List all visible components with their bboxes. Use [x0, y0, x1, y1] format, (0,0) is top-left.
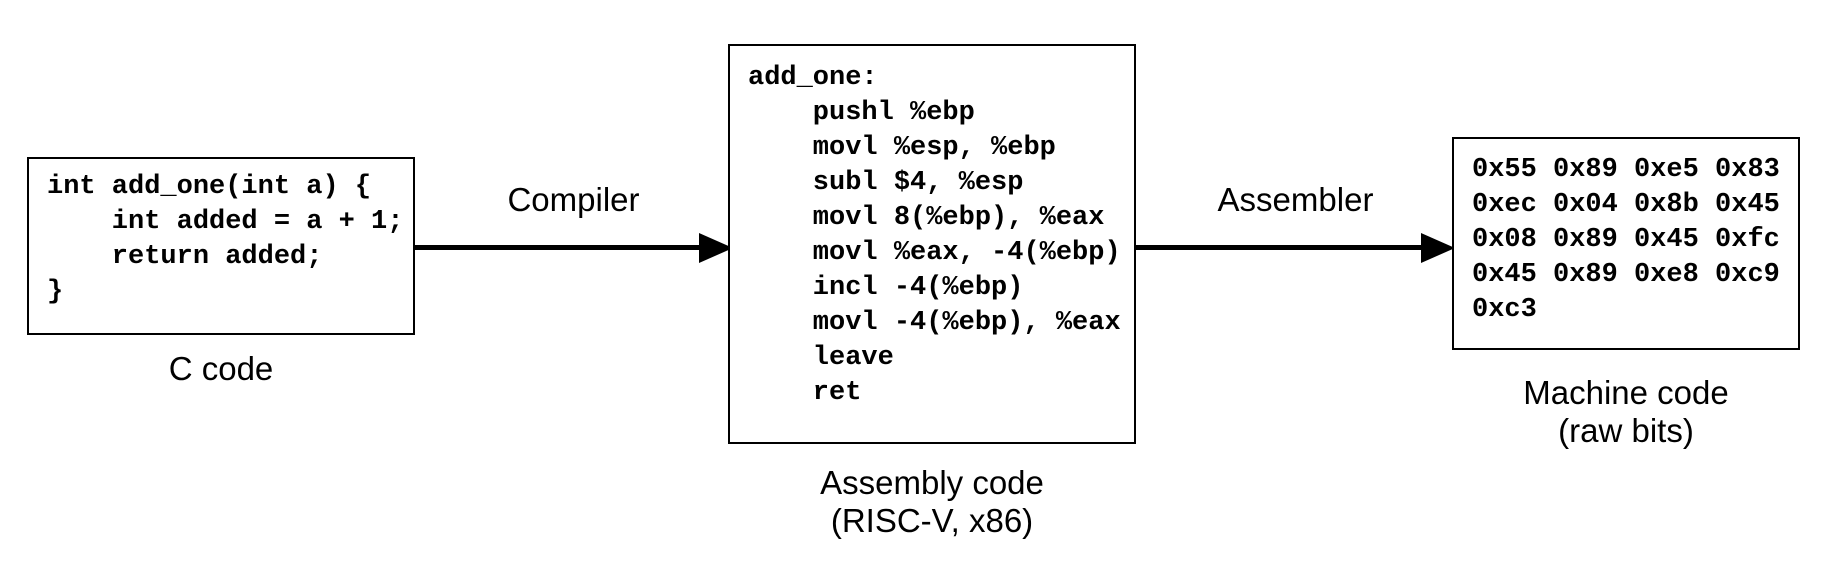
machine-code-label: Machine code (raw bits)	[1452, 374, 1800, 450]
code-line: pushl %ebp	[748, 98, 975, 128]
code-line: 0xc3	[1472, 295, 1537, 325]
code-line: leave	[748, 343, 894, 373]
assembler-arrow-head-icon	[1421, 233, 1455, 263]
compiler-arrow-label: Compiler	[507, 181, 640, 218]
c-code-label: C code	[168, 350, 274, 387]
assembly-code-box: add_one: pushl %ebp movl %esp, %ebp subl…	[728, 44, 1136, 444]
machine-code-label-line2: (raw bits)	[1558, 412, 1694, 449]
code-line: subl $4, %esp	[748, 168, 1024, 198]
assembly-code-label-line1: Assembly code	[820, 464, 1044, 501]
code-line: ret	[748, 378, 862, 408]
compiler-arrow-line	[415, 245, 701, 250]
code-line: movl %eax, -4(%ebp)	[748, 238, 1121, 268]
code-line: movl -4(%ebp), %eax	[748, 308, 1121, 338]
code-line: movl %esp, %ebp	[748, 133, 1056, 163]
code-line: int added = a + 1;	[47, 207, 404, 237]
code-line: 0xec 0x04 0x8b 0x45	[1472, 190, 1780, 220]
assembler-arrow-line	[1136, 245, 1423, 250]
code-line: incl -4(%ebp)	[748, 273, 1024, 303]
assembly-code-label: Assembly code (RISC-V, x86)	[728, 464, 1136, 540]
code-line: 0x55 0x89 0xe5 0x83	[1472, 155, 1780, 185]
code-line: }	[47, 277, 64, 307]
compiler-arrow-head-icon	[699, 233, 733, 263]
code-line: movl 8(%ebp), %eax	[748, 203, 1105, 233]
assembly-code-label-line2: (RISC-V, x86)	[830, 502, 1034, 539]
code-line: return added;	[47, 242, 323, 272]
code-line: add_one:	[748, 63, 878, 93]
code-line: int add_one(int a) {	[47, 172, 372, 202]
code-line: 0x45 0x89 0xe8 0xc9	[1472, 260, 1780, 290]
code-line: 0x08 0x89 0x45 0xfc	[1472, 225, 1780, 255]
assembler-arrow-label: Assembler	[1217, 181, 1374, 218]
machine-code-box: 0x55 0x89 0xe5 0x83 0xec 0x04 0x8b 0x45 …	[1452, 137, 1800, 350]
machine-code-label-line1: Machine code	[1523, 374, 1729, 411]
c-code-box: int add_one(int a) { int added = a + 1; …	[27, 157, 415, 335]
